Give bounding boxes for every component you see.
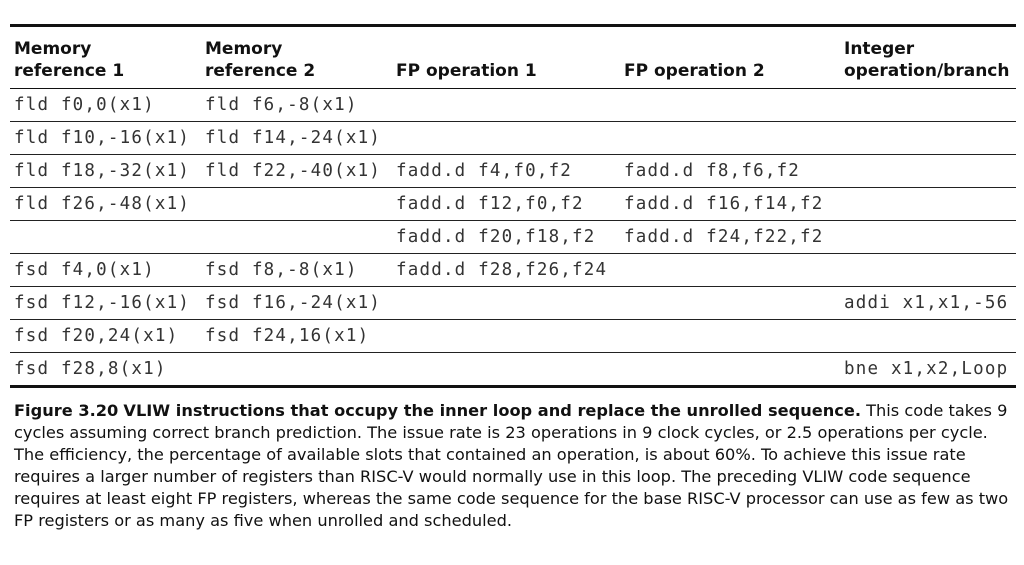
- vliw-table: Memory reference 1 Memory reference 2 FP…: [10, 27, 1016, 385]
- figure: Memory reference 1 Memory reference 2 FP…: [10, 24, 1016, 532]
- header-line: operation/branch: [844, 61, 1010, 81]
- table-cell: fadd.d f12,f0,f2: [392, 187, 620, 221]
- table-row: fadd.d f20,f18,f2 fadd.d f24,f22,f2: [10, 220, 1016, 254]
- top-rule: [10, 24, 1016, 27]
- table-cell: fadd.d f24,f22,f2: [620, 220, 840, 254]
- table-cell: fld f18,-32(x1): [10, 154, 201, 188]
- table-row: fsd f12,-16(x1) fsd f16,-24(x1) addi x1,…: [10, 286, 1016, 320]
- table-cell: [201, 353, 392, 386]
- header-fp-operation-2: FP operation 2: [620, 27, 840, 89]
- table-cell: [840, 220, 1016, 254]
- table-cell: [10, 220, 201, 254]
- caption-body: This code takes 9 cycles assuming correc…: [14, 401, 1009, 530]
- table-cell: [392, 286, 620, 320]
- table-cell: fadd.d f4,f0,f2: [392, 154, 620, 188]
- caption-label: Figure 3.20: [14, 401, 119, 420]
- table-cell: fsd f8,-8(x1): [201, 253, 392, 287]
- header-integer-operation-branch: Integer operation/branch: [840, 27, 1016, 89]
- table-cell: fsd f12,-16(x1): [10, 286, 201, 320]
- table-cell: [840, 253, 1016, 287]
- table-row: fld f0,0(x1) fld f6,-8(x1): [10, 88, 1016, 122]
- table-cell: [840, 187, 1016, 221]
- bottom-rule: [10, 385, 1016, 388]
- table-cell: fsd f28,8(x1): [14, 359, 167, 379]
- table-cell: [392, 121, 620, 155]
- table-cell: fsd f4,0(x1): [10, 253, 201, 287]
- table-cell: [840, 88, 1016, 122]
- table-cell: [620, 88, 840, 122]
- table-cell: fsd f16,-24(x1): [201, 286, 392, 320]
- table-row: fld f18,-32(x1) fld f22,-40(x1) fadd.d f…: [10, 154, 1016, 188]
- table-header-row: Memory reference 1 Memory reference 2 FP…: [10, 27, 1016, 89]
- table-cell: [392, 353, 620, 386]
- table-cell: [201, 220, 392, 254]
- table-cell: [392, 319, 620, 353]
- table-cell: fsd f24,16(x1): [201, 319, 392, 353]
- table-row: fsd f28,8(x1) bne x1,x2,Loop: [10, 353, 1016, 386]
- header-line: Integer: [844, 39, 915, 59]
- caption-title: VLIW instructions that occupy the inner …: [123, 401, 861, 420]
- table-cell: [201, 187, 392, 221]
- table-cell: bne x1,x2,Loop: [844, 359, 1009, 379]
- header-line: FP operation 2: [624, 61, 765, 81]
- table-cell: fadd.d f16,f14,f2: [620, 187, 840, 221]
- table-cell: fld f26,-48(x1): [10, 187, 201, 221]
- table-cell: fsd f20,24(x1): [10, 319, 201, 353]
- header-memory-reference-2: Memory reference 2: [201, 27, 392, 89]
- header-line: Memory: [205, 39, 283, 59]
- header-line: reference 1: [14, 61, 125, 81]
- table-cell: [392, 88, 620, 122]
- table-cell: addi x1,x1,-56: [840, 286, 1016, 320]
- table-cell: [620, 121, 840, 155]
- figure-caption: Figure 3.20 VLIW instructions that occup…: [10, 388, 1016, 532]
- header-line: reference 2: [205, 61, 316, 81]
- table-row: fld f26,-48(x1) fadd.d f12,f0,f2 fadd.d …: [10, 187, 1016, 221]
- table-cell: [620, 353, 840, 386]
- table-cell: fadd.d f8,f6,f2: [620, 154, 840, 188]
- table-cell: [620, 319, 840, 353]
- table-cell: fld f14,-24(x1): [201, 121, 392, 155]
- table-cell: [620, 253, 840, 287]
- header-line: Memory: [14, 39, 92, 59]
- table-cell: fadd.d f20,f18,f2: [392, 220, 620, 254]
- table-row: fsd f20,24(x1) fsd f24,16(x1): [10, 319, 1016, 353]
- table-cell: fld f10,-16(x1): [10, 121, 201, 155]
- table-cell: [840, 121, 1016, 155]
- table-row: fld f10,-16(x1) fld f14,-24(x1): [10, 121, 1016, 155]
- table-cell: [620, 286, 840, 320]
- table-cell: [840, 154, 1016, 188]
- table-cell: fld f6,-8(x1): [201, 88, 392, 122]
- table-cell: fadd.d f28,f26,f24: [392, 253, 620, 287]
- table-row: fsd f4,0(x1) fsd f8,-8(x1) fadd.d f28,f2…: [10, 253, 1016, 287]
- table-cell: fld f22,-40(x1): [201, 154, 392, 188]
- table-cell: fld f0,0(x1): [10, 88, 201, 122]
- header-fp-operation-1: FP operation 1: [392, 27, 620, 89]
- header-line: FP operation 1: [396, 61, 537, 81]
- table-cell: [840, 319, 1016, 353]
- header-memory-reference-1: Memory reference 1: [10, 27, 201, 89]
